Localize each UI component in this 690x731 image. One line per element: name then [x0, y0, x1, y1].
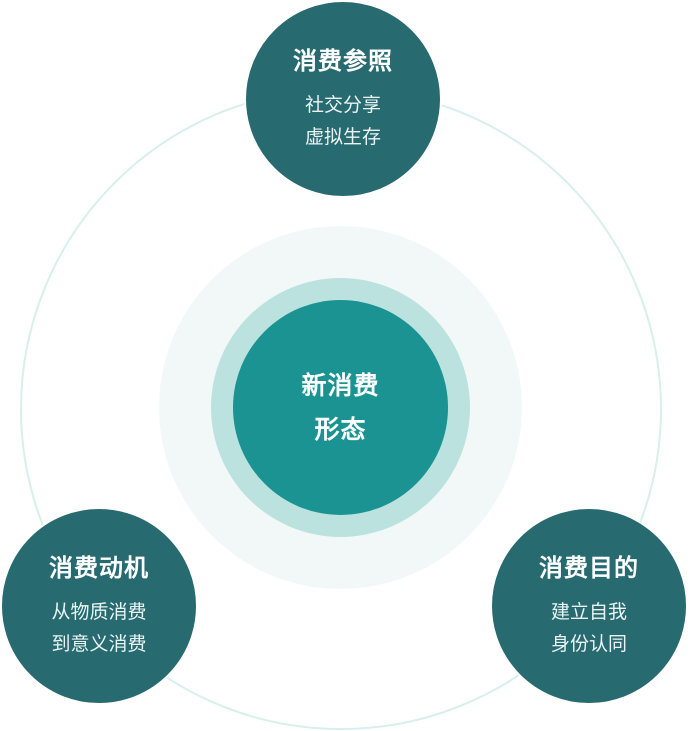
- node-title: 消费目的: [539, 554, 639, 582]
- node-line: 身份认同: [550, 633, 627, 655]
- node-line: 虚拟生存: [304, 126, 381, 148]
- node-line: 社交分享: [304, 94, 381, 116]
- node-line: 从物质消费: [51, 601, 147, 623]
- node-consumption-reference: 消费参照 社交分享 虚拟生存: [244, 0, 442, 198]
- node-line: 建立自我: [550, 601, 627, 623]
- center-title-line-2: 形态: [314, 414, 367, 444]
- center-node: 新消费 形态: [233, 300, 448, 515]
- node-title: 消费动机: [49, 554, 149, 582]
- node-line: 到意义消费: [51, 633, 147, 655]
- center-title-line-1: 新消费: [301, 370, 380, 400]
- node-title: 消费参照: [293, 47, 393, 75]
- node-consumption-motive: 消费动机 从物质消费 到意义消费: [0, 507, 198, 705]
- node-consumption-purpose: 消费目的 建立自我 身份认同: [490, 507, 688, 705]
